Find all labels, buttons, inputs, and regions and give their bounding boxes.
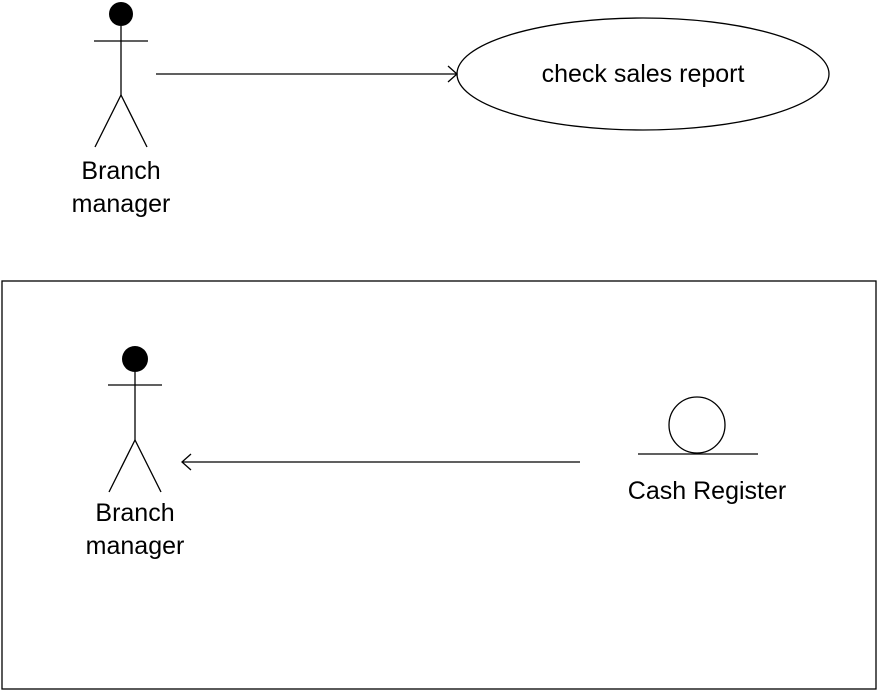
arrow-head bbox=[181, 453, 192, 471]
diagram-frame bbox=[1, 280, 877, 690]
entity-icon-circle bbox=[668, 396, 726, 454]
entity-label: Cash Register bbox=[628, 477, 786, 505]
use-case-check-sales-report: check sales report bbox=[456, 17, 830, 131]
actor-head bbox=[109, 2, 133, 26]
actor-head bbox=[122, 346, 148, 372]
dependency-arrow bbox=[181, 453, 580, 471]
actor-name-line2: manager bbox=[72, 190, 171, 218]
entity-cash-register: Cash Register bbox=[628, 396, 786, 505]
actor-name-line2: manager bbox=[86, 532, 185, 560]
actor-name-line1: Branch bbox=[81, 157, 160, 185]
use-case-label: check sales report bbox=[542, 60, 745, 88]
actor-left-leg bbox=[108, 439, 136, 493]
actor-branch-manager-bottom: Branch manager bbox=[86, 346, 185, 560]
association-arrow bbox=[156, 65, 458, 83]
actor-right-leg bbox=[134, 439, 162, 493]
actor-right-leg bbox=[120, 94, 148, 148]
actor-left-leg bbox=[94, 94, 122, 148]
use-case-ellipse bbox=[456, 17, 830, 131]
use-case-diagram: Branch manager check sales report bbox=[72, 2, 830, 218]
actor-name-line1: Branch bbox=[95, 499, 174, 527]
robustness-diagram: Branch manager Cash Register bbox=[1, 280, 877, 690]
actor-branch-manager-top: Branch manager bbox=[72, 2, 171, 218]
